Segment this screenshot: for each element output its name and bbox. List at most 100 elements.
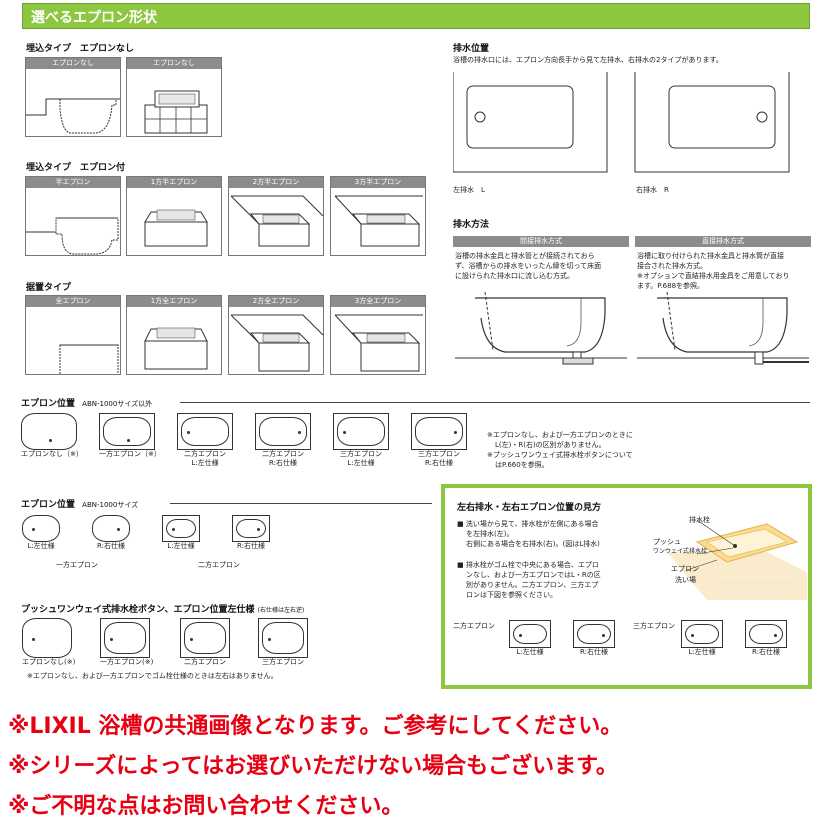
tub-plan-frame [258,618,308,658]
tub-plan-frame [162,515,200,542]
tub-plan-frame [177,413,233,450]
drain-dot [774,633,777,637]
tub-plan-caption: 一方エプロン(※) [100,658,154,666]
tub-plan-item: エプロンなし(※) [22,618,76,667]
tub-plan-frame [681,620,723,648]
guide-two-way-label: 二方エプロン [453,622,495,630]
tub-plan-item: R:右仕様 [232,515,270,551]
panel-1way-half-apron: 1方半エプロン [126,176,222,256]
indirect-drain-text: 浴槽の排水金具と排水管とが接続されておら ず、浴槽からの排水をいったん縁を切って… [455,252,602,280]
drain-position-desc: 浴槽の排水口には、エプロン方向長手から見て左排水、右排水の2タイプがあります。 [453,56,723,64]
tub-plan-oval [577,624,611,644]
section-drain-method: 排水方法 [453,220,490,230]
divider-line [170,503,432,504]
direct-drain-header: 直接排水方式 [635,236,811,247]
tub-plan-oval [166,519,196,538]
drain-dot [48,439,52,442]
tub-plan-caption: L:左仕様 [516,648,544,656]
label-drain-plug: 排水栓 [689,516,710,524]
tub-plan-caption: R:右仕様 [579,648,608,656]
drain-dot [126,439,130,442]
indirect-drain-illustration [455,292,627,365]
tub-plan-oval [181,417,229,446]
tub-plan-frame [180,618,230,658]
tub-plan-caption: R:右仕様 [751,648,780,656]
group-two-way-label: 二方エプロン [198,561,240,569]
section-drain-position: 排水位置 [453,44,490,54]
drain-dot [519,633,522,637]
panel-no-apron-2: エプロンなし [126,57,222,137]
panel-full-apron: 全エプロン [25,295,121,375]
tub-plan-frame [255,413,311,450]
tub-plan-item: R:右仕様 [92,515,130,551]
drain-dot [454,431,457,434]
drain-dot [32,528,35,531]
indirect-drain-header: 間接排水方式 [453,236,629,247]
drain-dot [257,528,260,531]
tub-plan-frame [573,620,615,648]
drain-dot [602,633,605,637]
tub-plan-frame [22,618,72,658]
tub-plan-caption: 二方エプロン [184,658,226,666]
tub-plan-caption: L:左仕様 [688,648,716,656]
tub-plan-caption: エプロンなし(※) [22,658,76,666]
page-title-bar: 選べるエプロン形状 [22,3,810,29]
tub-illustration [26,98,120,134]
tub-box-illustration [334,314,423,372]
tub-plan-frame [745,620,787,648]
tub-plan-oval [749,624,783,644]
tub-plan-item: エプロンなし（※） [21,413,83,459]
label-apron: エプロン [671,565,699,573]
drain-position-diagram [453,72,790,173]
tub-plan-caption: 三方エプロン [418,450,460,458]
section-buried-no-apron: 埋込タイプ エプロンなし [26,44,135,54]
tub-plan-frame [21,413,77,450]
guide-paragraph-2: ■ 排水栓がゴム栓で中央にある場合、エプロ ンなし、および一方エプロンではL・R… [457,561,601,599]
drain-dot [187,431,190,434]
guide-diagram [667,519,807,600]
panel-3way-half-apron: 3方半エプロン [330,176,426,256]
tub-plan-item: L:左仕様 [509,620,551,657]
tub-plan-caption: R:右仕様 [268,459,297,467]
tub-plan-oval [104,622,146,654]
tub-plan-frame [509,620,551,648]
tub-plan-caption: L:左仕様 [27,542,55,550]
tub-plan-caption: エプロンなし（※） [21,450,83,458]
tub-box-illustration [334,195,423,247]
drain-right-label: 右排水 R [636,186,669,194]
footer-note-2: ※シリーズによってはお選びいただけない場合もございます。 [8,754,618,779]
divider-line [180,402,810,403]
label-wash-area: 洗い場 [675,576,696,584]
section-apron-position-abn1000: エプロン位置 ABN-1000サイズ [21,500,139,510]
panel-1way-full-apron: 1方全エプロン [126,295,222,375]
section-apron-position: エプロン位置 ABN-1000サイズ以外 [21,399,153,409]
drain-dot [691,633,694,637]
drain-dot [190,637,193,641]
tub-plan-frame [411,413,467,450]
tub-plan-oval [236,519,266,538]
tub-plan-caption: L:左仕様 [191,459,219,467]
tub-plan-caption: R:右仕様 [236,542,265,550]
tub-plan-item: 二方エプロン [180,618,230,667]
tub-box-illustration [230,195,323,247]
tub-tiled-illustration [144,90,208,134]
drain-dot [343,431,346,434]
panel-no-apron-1: エプロンなし [25,57,121,137]
section-placed: 据置タイプ [26,283,72,293]
footer-note-1: ※LIXIL 浴槽の共通画像となります。ご参考にしてください。 [8,714,623,739]
tub-illustration [59,344,119,374]
tub-plan-oval [415,417,463,446]
drain-dot [110,637,113,641]
tub-plan-item: 一方エプロン(※) [100,618,154,667]
tub-plan-caption: 二方エプロン [262,450,304,458]
tub-plan-caption: 三方エプロン [340,450,382,458]
guide-three-way-label: 三方エプロン [633,622,675,630]
section-push-button: プッシュワンウェイ式排水栓ボタン、エプロン位置左仕様 (右仕様は左右逆) [21,605,305,615]
tub-plan-caption: 一方エプロン（※） [99,450,161,458]
tub-plan-oval [685,624,719,644]
drain-dot [268,637,271,641]
tub-plan-oval [184,622,226,654]
